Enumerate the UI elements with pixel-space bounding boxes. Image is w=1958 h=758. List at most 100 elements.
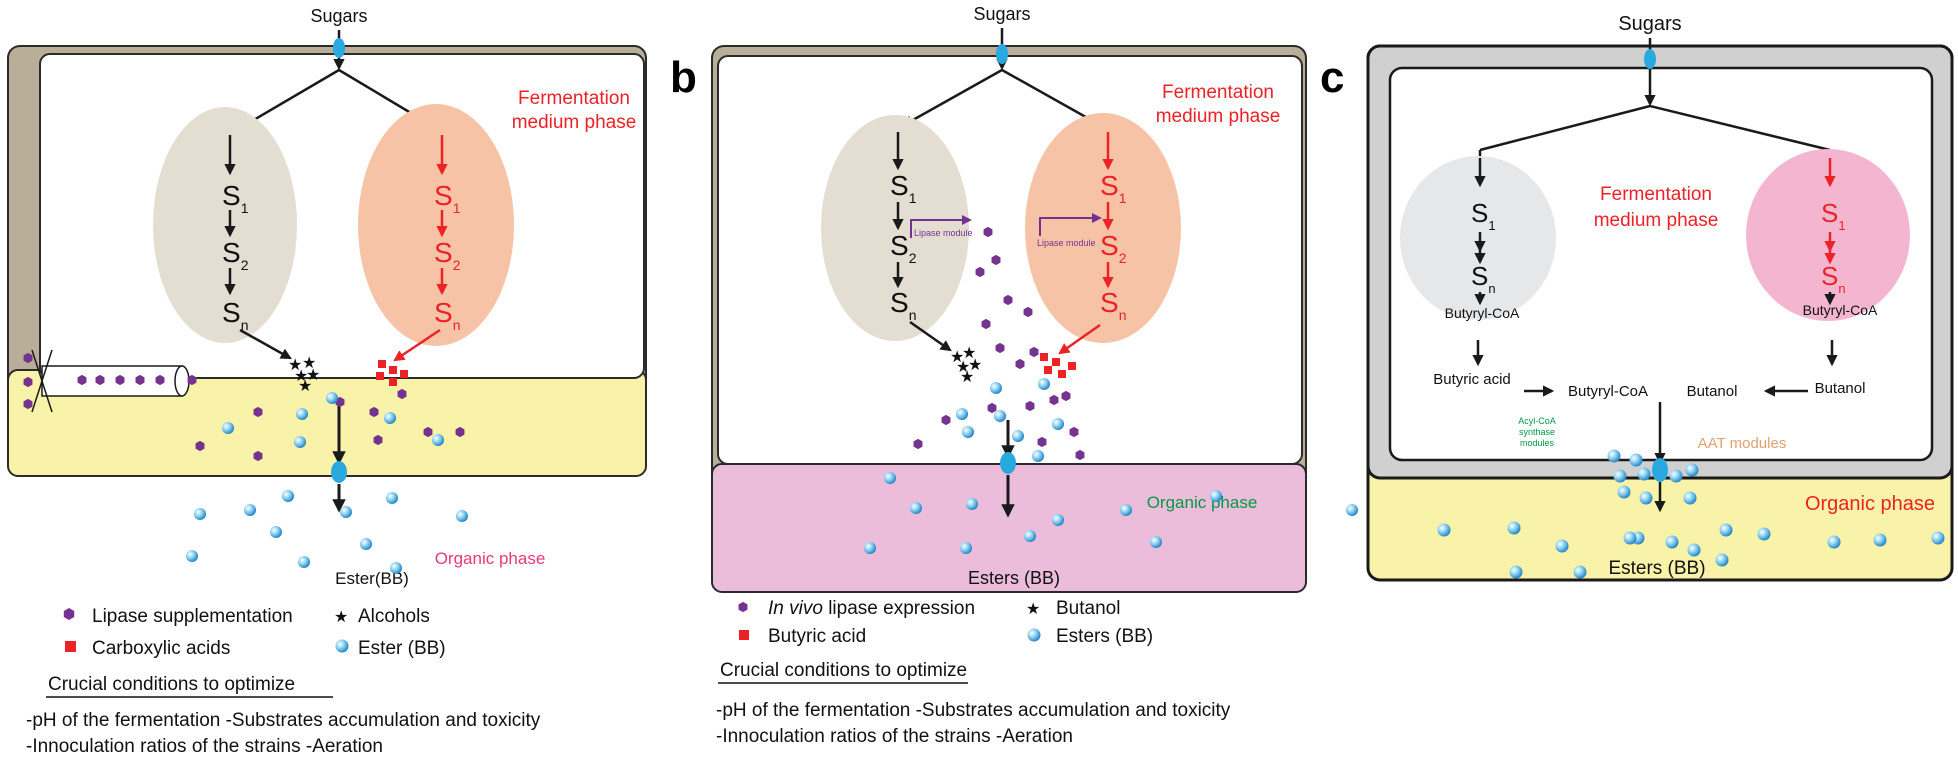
ester-particle (1345, 503, 1359, 517)
panel-c-letter: c (1320, 53, 1344, 102)
svg-text:★: ★ (960, 369, 974, 386)
panel-b-right-s1: S1 (1100, 170, 1127, 206)
panel-c-butanol-right: Butanol (1815, 380, 1866, 397)
panel-a-sugars: Sugars (310, 6, 367, 26)
panel-b-conditions-title: Crucial conditions to optimize (720, 660, 967, 681)
panel-a-acids-cluster (376, 360, 408, 386)
svg-text:★: ★ (294, 368, 308, 385)
legend-ester: Ester (BB) (358, 638, 446, 659)
ester-particle (1437, 523, 1451, 537)
panel-b-letter: b (670, 53, 697, 102)
svg-text:★: ★ (288, 357, 302, 374)
ester-particle (269, 525, 283, 539)
panel-c: c Sugars Fermentation medium phase S1 Sn… (1320, 13, 1954, 582)
ester-particle (383, 411, 397, 425)
ester-particle (1715, 553, 1729, 567)
panel-a-right-s1: S1 (434, 180, 461, 216)
svg-text:★: ★ (968, 357, 982, 374)
panel-a-legend: Lipase supplementation Carboxylic acids … (63, 606, 446, 659)
ester-particle (1149, 535, 1163, 549)
ester-particle (389, 561, 403, 575)
panel-c-output: Esters (BB) (1608, 558, 1705, 579)
panel-b-lipase-module-left: Lipase module (910, 215, 973, 238)
ester-particle (431, 433, 445, 447)
ester-particle (961, 425, 975, 439)
panel-c-ester-transporter (1652, 458, 1668, 482)
ester-particle (1757, 527, 1771, 541)
panel-a-strain-2 (358, 104, 514, 346)
panel-c-acyl-1: Acyl-CoA (1518, 416, 1556, 426)
panel-c-strain-1 (1400, 156, 1556, 320)
panel-c-sugar-transporter (1644, 49, 1656, 69)
panel-b-medium-label-1: Fermentation (1162, 82, 1274, 103)
ester-particle (1023, 529, 1037, 543)
ester-particle (295, 407, 309, 421)
ester-particle (193, 507, 207, 521)
panel-b-conditions-line1: -pH of the fermentation -Substrates accu… (716, 700, 1231, 721)
ester-particle (1011, 429, 1025, 443)
ester-particle (1685, 463, 1699, 477)
panel-c-sugars: Sugars (1618, 13, 1681, 35)
ester-particle (243, 503, 257, 517)
panel-b-right-s2: S2 (1100, 230, 1127, 266)
ester-particle (293, 435, 307, 449)
ester-particle (1573, 565, 1587, 579)
panel-b-sugar-transporter (996, 44, 1008, 64)
legend-butyric-acid: Butyric acid (768, 626, 866, 647)
panel-a-medium-label-1: Fermentation (518, 88, 630, 109)
panel-c-medium-label-2: medium phase (1594, 210, 1719, 231)
ester-particle (1637, 467, 1651, 481)
svg-text:★: ★ (962, 345, 976, 362)
panel-c-butanol-mid: Butanol (1687, 383, 1738, 400)
panel-b-medium-label-2: medium phase (1156, 106, 1281, 127)
svg-text:Lipase module: Lipase module (914, 228, 973, 238)
panel-a-strain-1 (153, 107, 297, 343)
ester-particle (1719, 523, 1733, 537)
ester-particle (1669, 469, 1683, 483)
ester-particle (989, 381, 1003, 395)
panel-a-right-sn: Sn (434, 297, 460, 333)
legend-esters: Esters (BB) (1056, 626, 1153, 647)
panel-a-conditions-line1: -pH of the fermentation -Substrates accu… (26, 710, 541, 731)
svg-text:★: ★ (298, 378, 312, 395)
ester-particle (1509, 565, 1523, 579)
panel-c-acyl-3: modules (1520, 438, 1555, 448)
ester-particle (863, 541, 877, 555)
panel-b-butanol-cluster: ★★★★★ (950, 345, 982, 386)
panel-a-medium-label-2: medium phase (512, 112, 637, 133)
svg-text:★: ★ (950, 349, 964, 366)
ester-particle (385, 491, 399, 505)
ester-particle (1827, 535, 1841, 549)
panel-b-legend: In vivo lipase expression Butyric acid ★… (738, 598, 1153, 647)
ester-particle (883, 471, 897, 485)
panel-a-output: Ester(BB) (335, 569, 409, 588)
ester-particle (1687, 543, 1701, 557)
ester-particle (325, 391, 339, 405)
ester-particle (993, 409, 1007, 423)
panel-c-strain-2 (1746, 149, 1910, 321)
ester-particle (1931, 531, 1945, 545)
ester-particle (909, 501, 923, 515)
ester-particle (1119, 503, 1133, 517)
ester-particle (1209, 489, 1223, 503)
panel-c-medium-label-1: Fermentation (1600, 184, 1712, 205)
panel-c-aat-modules: AAT modules (1698, 435, 1787, 452)
panel-b-output: Esters (BB) (968, 568, 1060, 588)
panel-c-left-s1: S1 (1471, 198, 1496, 233)
ester-particle (185, 549, 199, 563)
legend-in-vivo-lipase-expression: In vivo lipase expression (768, 598, 975, 619)
panel-b-sugars: Sugars (973, 4, 1030, 24)
panel-c-butyric-acid: Butyric acid (1433, 371, 1511, 388)
ester-particle (1617, 485, 1631, 499)
ester-particle (1037, 377, 1051, 391)
panel-b-acid-cluster (1040, 353, 1076, 378)
legend-lipase-supplementation: Lipase supplementation (92, 606, 293, 627)
ester-particle (1031, 449, 1045, 463)
panel-b-lipase-module-right: Lipase module (1037, 213, 1102, 248)
panel-a-ester-transporter (331, 461, 347, 483)
ester-particle (959, 541, 973, 555)
svg-text:★: ★ (956, 359, 970, 376)
panel-c-butyryl-coa-mid: Butyryl-CoA (1568, 383, 1648, 400)
panel-a-right-s2: S2 (434, 237, 461, 273)
panel-a-alcohols-cluster: ★★★★★ (288, 355, 320, 395)
